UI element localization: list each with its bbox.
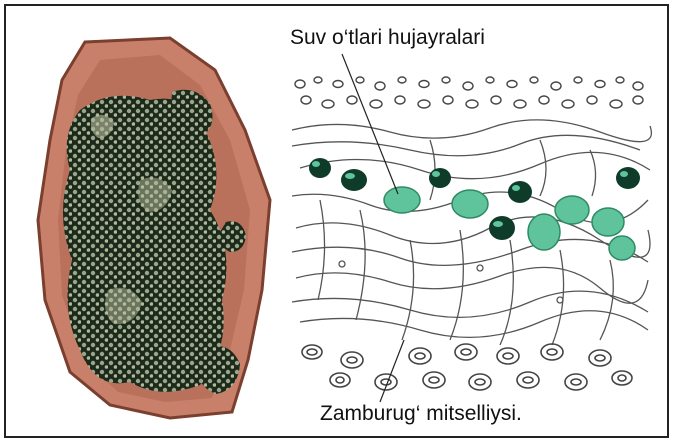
fungal-mycelium-label: Zamburug‘ mitselliysi. bbox=[320, 402, 522, 426]
upper-cortex bbox=[295, 77, 643, 108]
algae-cells bbox=[309, 158, 640, 260]
lower-cortex bbox=[302, 344, 632, 390]
mycelium-pointer-line bbox=[380, 340, 404, 402]
pointer-lines bbox=[342, 54, 404, 402]
algae-cells-label: Suv o‘tlari hujayralari bbox=[290, 26, 485, 50]
